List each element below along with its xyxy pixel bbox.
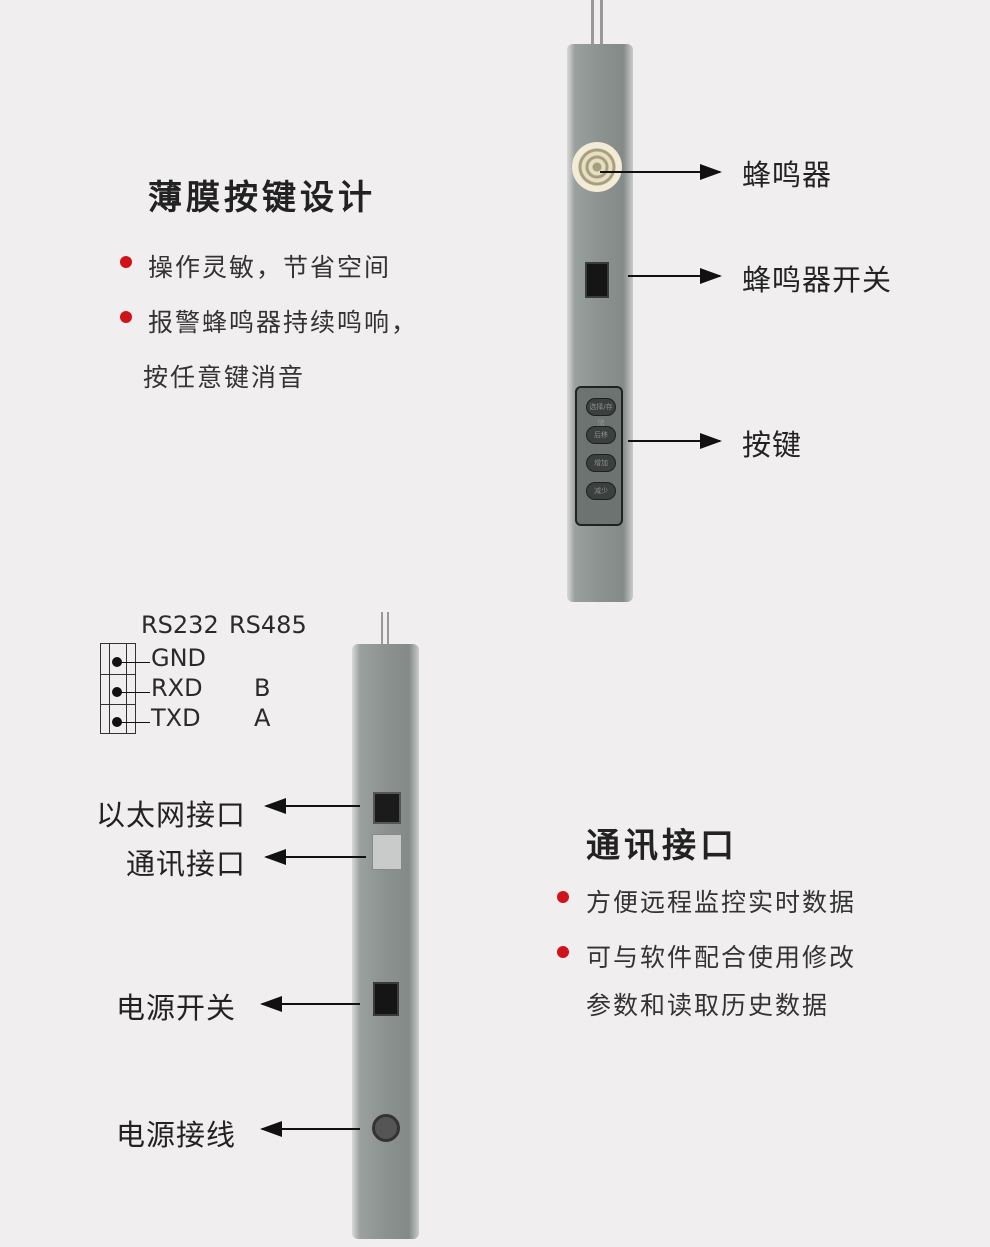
callout-keys: 按键 bbox=[742, 428, 803, 462]
bullet-icon bbox=[120, 256, 132, 268]
arrow-icon bbox=[628, 433, 722, 449]
top-bullet-2: 报警蜂鸣器持续鸣响， bbox=[148, 308, 419, 337]
hanger-icon bbox=[591, 0, 603, 46]
top-bullet-1: 操作灵敏，节省空间 bbox=[148, 253, 392, 282]
arrow-icon bbox=[600, 164, 722, 180]
cable-gland-icon bbox=[372, 1114, 400, 1142]
key-shift[interactable]: 后移 bbox=[586, 426, 616, 444]
arrow-icon bbox=[264, 849, 366, 865]
callout-buzzer-switch: 蜂鸣器开关 bbox=[742, 263, 893, 297]
callout-power-wire: 电源接线 bbox=[116, 1118, 237, 1152]
top-title: 薄膜按键设计 bbox=[148, 178, 376, 218]
arrow-icon bbox=[260, 1121, 360, 1137]
bullet-icon bbox=[557, 946, 569, 958]
callout-buzzer: 蜂鸣器 bbox=[742, 158, 833, 192]
key-select-save[interactable]: 选择/存储 bbox=[586, 398, 616, 427]
pin-b: B bbox=[254, 674, 271, 702]
keypad: 选择/存储 后移 增加 减少 bbox=[575, 386, 623, 526]
ethernet-port-icon[interactable] bbox=[373, 792, 401, 824]
bottom-bullet-2: 可与软件配合使用修改 bbox=[586, 943, 857, 972]
pinout-header-rs485: RS485 bbox=[229, 611, 307, 639]
arrow-icon bbox=[260, 996, 360, 1012]
pinout-header-rs232: RS232 bbox=[141, 611, 219, 639]
arrow-icon bbox=[628, 268, 722, 284]
bullet-icon bbox=[557, 891, 569, 903]
bottom-bullet-2-cont: 参数和读取历史数据 bbox=[586, 991, 830, 1020]
device-front: 选择/存储 后移 增加 减少 bbox=[567, 44, 633, 602]
key-increase[interactable]: 增加 bbox=[586, 454, 616, 472]
terminal-port-icon[interactable] bbox=[372, 834, 402, 870]
callout-comm: 通讯接口 bbox=[126, 847, 247, 881]
callout-ethernet: 以太网接口 bbox=[96, 798, 247, 832]
hanger-icon bbox=[381, 612, 389, 646]
buzzer-icon bbox=[572, 142, 622, 192]
top-bullet-2-cont: 按任意键消音 bbox=[143, 363, 306, 392]
pin-rxd: RXD bbox=[151, 674, 203, 702]
pin-a: A bbox=[254, 704, 271, 732]
buzzer-switch[interactable] bbox=[585, 262, 609, 298]
pin-gnd: GND bbox=[151, 644, 207, 672]
pin-txd: TXD bbox=[151, 704, 201, 732]
callout-power-switch: 电源开关 bbox=[116, 991, 237, 1025]
key-decrease[interactable]: 减少 bbox=[586, 482, 616, 500]
bullet-icon bbox=[120, 311, 132, 323]
device-side bbox=[352, 644, 419, 1239]
power-switch[interactable] bbox=[373, 982, 399, 1016]
bottom-title: 通讯接口 bbox=[586, 826, 738, 866]
terminal-block-icon bbox=[100, 643, 136, 734]
arrow-icon bbox=[264, 798, 360, 814]
bottom-bullet-1: 方便远程监控实时数据 bbox=[586, 888, 857, 917]
